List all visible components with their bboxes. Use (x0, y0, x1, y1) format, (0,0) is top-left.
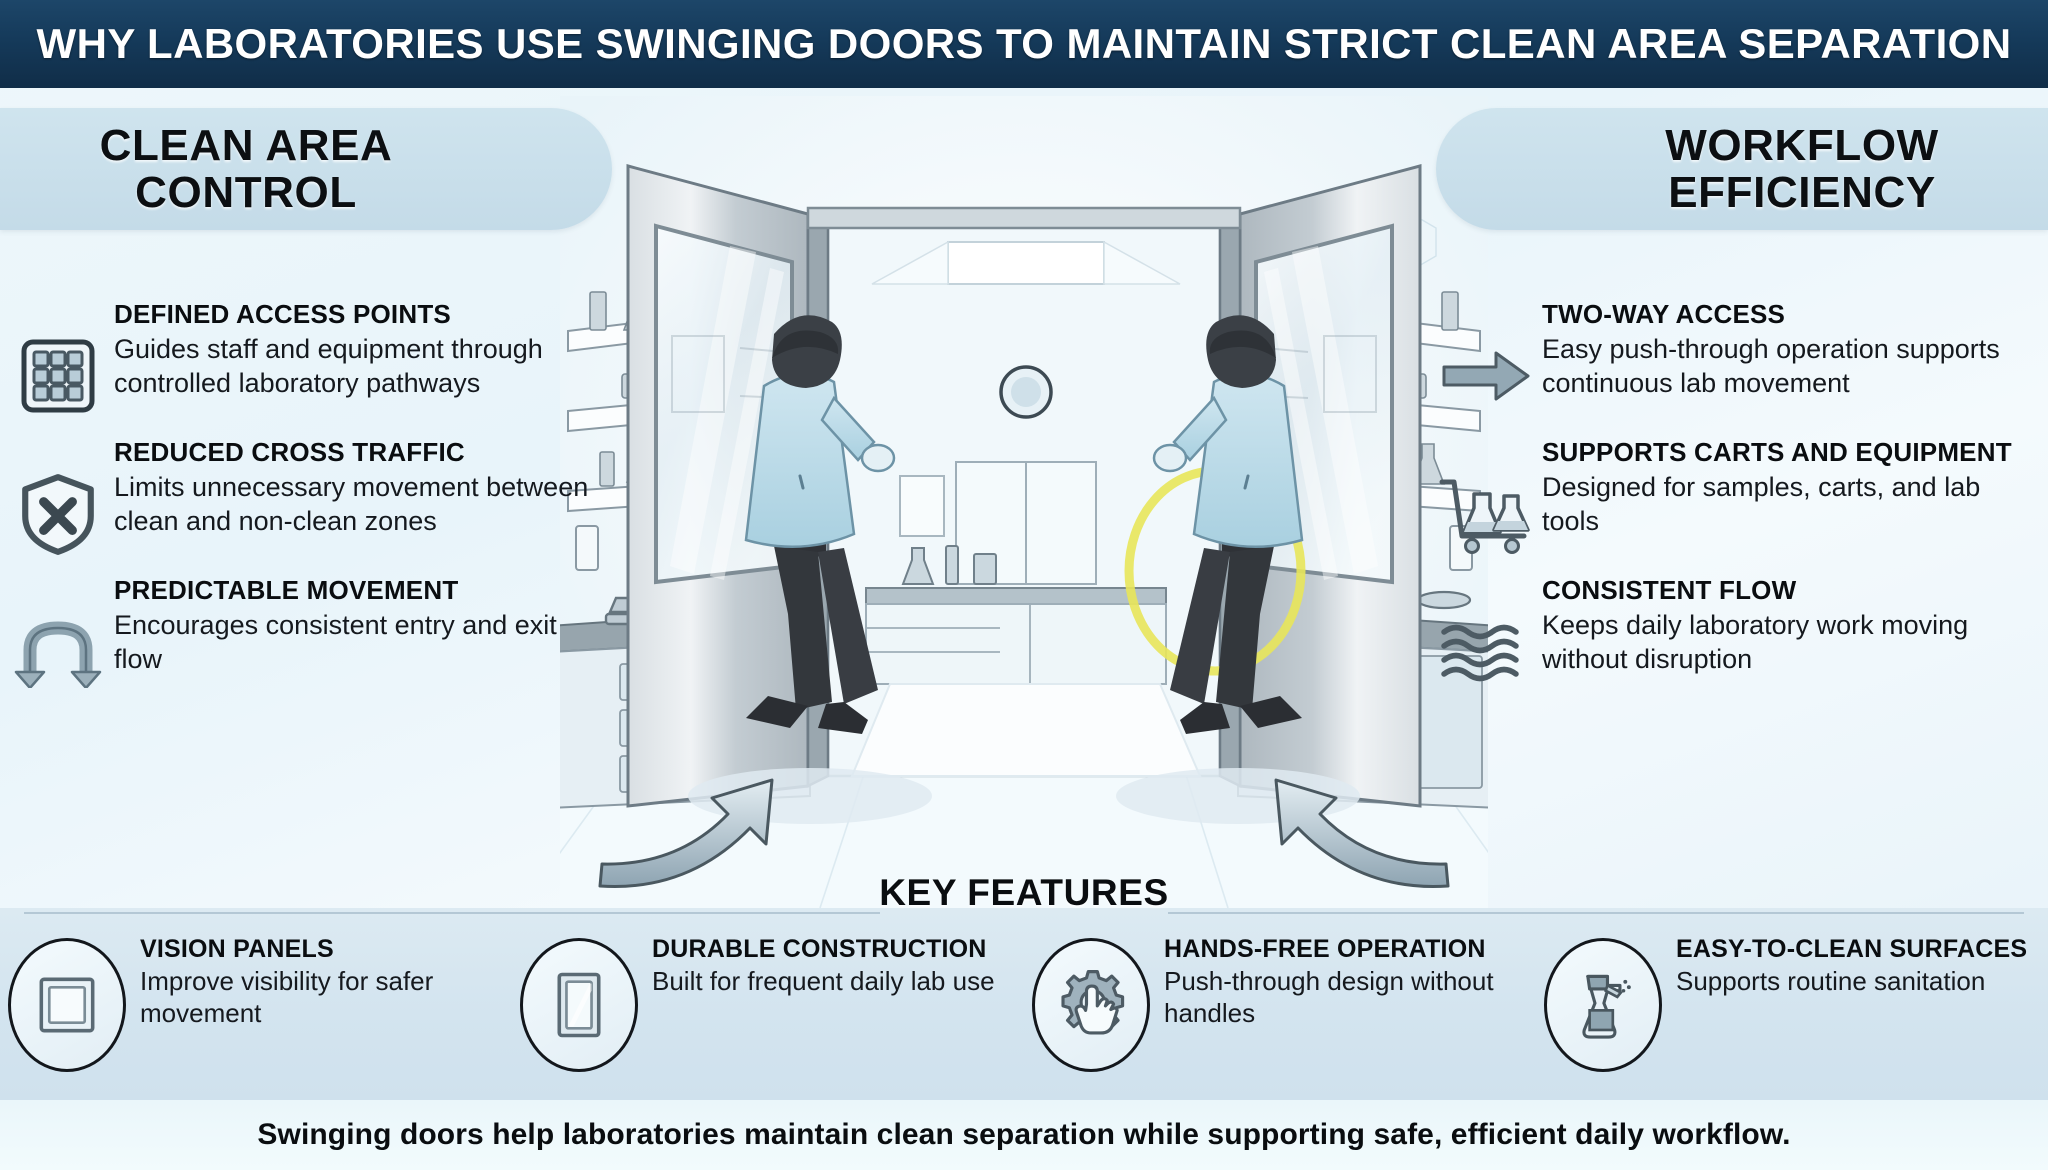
workflow-efficiency-list: TWO-WAY ACCESS Easy push-through operati… (1438, 299, 2038, 714)
feature-title: CONSISTENT FLOW (1542, 575, 1797, 605)
feature-title: TWO-WAY ACCESS (1542, 299, 1786, 329)
right-door-leaf (1218, 164, 1422, 808)
key-feature-title: EASY-TO-CLEAN SURFACES (1676, 935, 2028, 963)
feature-reduced-cross-traffic: REDUCED CROSS TRAFFIC Limits unnecessary… (10, 437, 610, 562)
grid-keypad-icon (10, 328, 106, 424)
right-arm (1172, 395, 1228, 462)
key-feature-hands-free-operation: HANDS-FREE OPERATION Push-through design… (1024, 920, 1536, 1095)
feature-title: DEFINED ACCESS POINTS (114, 299, 451, 329)
key-feature-title: VISION PANELS (140, 935, 334, 963)
clean-area-control-heading: CLEAN AREA CONTROL (0, 108, 612, 230)
pill-right-line1: WORKFLOW (1665, 120, 1939, 170)
lab-cart-flasks-icon (1438, 466, 1534, 562)
laboratory-double-swing-doors-scene (519, 96, 1529, 909)
technician-right (1152, 315, 1304, 734)
feature-supports-carts-and-equipment: SUPPORTS CARTS AND EQUIPMENT Designed fo… (1438, 437, 2038, 562)
ceiling-light (947, 241, 1105, 285)
feature-desc: Encourages consistent entry and exit flo… (114, 609, 557, 674)
feature-desc: Keeps daily laboratory work moving witho… (1542, 609, 1969, 674)
header-bar: WHY LABORATORIES USE SWINGING DOORS TO M… (0, 0, 2048, 88)
u-turn-arrows-icon (10, 604, 106, 700)
inner-bench (865, 587, 1167, 605)
key-features-title: KEY FEATURES (879, 872, 1169, 913)
right-legs (1216, 546, 1274, 710)
clean-area-control-list: DEFINED ACCESS POINTS Guides staff and e… (10, 299, 610, 714)
pill-left-line2: CONTROL (135, 168, 357, 217)
wavy-flow-lines-icon (1438, 604, 1534, 700)
left-hand (860, 443, 896, 473)
feature-defined-access-points: DEFINED ACCESS POINTS Guides staff and e… (10, 299, 610, 424)
inner-glassware (901, 545, 997, 585)
feature-consistent-flow: CONSISTENT FLOW Keeps daily laboratory w… (1438, 575, 2038, 700)
vision-panel-icon (8, 938, 126, 1072)
key-feature-desc: Supports routine sanitation (1676, 966, 1986, 996)
illustration-svg (519, 96, 1529, 909)
left-hair (772, 330, 839, 358)
key-feature-desc: Built for frequent daily lab use (652, 966, 995, 996)
left-arm (820, 395, 876, 462)
feature-title: SUPPORTS CARTS AND EQUIPMENT (1542, 437, 2012, 467)
door-panel-icon (520, 938, 638, 1072)
feature-title: PREDICTABLE MOVEMENT (114, 575, 459, 605)
pill-left-line1: CLEAN AREA (99, 120, 393, 170)
key-feature-title: DURABLE CONSTRUCTION (652, 935, 987, 963)
inward-arrow-right (1274, 778, 1450, 888)
left-legs (774, 546, 832, 710)
wall-switch (575, 525, 599, 571)
right-arrow-icon (1438, 328, 1534, 424)
left-shoe-back (746, 696, 808, 728)
left-shoe-front (818, 702, 868, 734)
footer-bar: Swinging doors help laboratories maintai… (0, 1100, 2048, 1170)
spray-bottle-icon (1544, 938, 1662, 1072)
key-feature-durable-construction: DURABLE CONSTRUCTION Built for frequent … (512, 920, 1024, 1095)
key-features-rule-right (1168, 912, 2024, 914)
feature-desc: Guides staff and equipment through contr… (114, 333, 543, 398)
pill-right-line2: EFFICIENCY (1668, 168, 1936, 217)
feature-desc: Designed for samples, carts, and lab too… (1542, 471, 1981, 536)
right-shoe-front (1180, 702, 1230, 734)
inward-arrow-left (598, 778, 774, 888)
key-features-rule-left (24, 912, 880, 914)
key-feature-easy-to-clean-surfaces: EASY-TO-CLEAN SURFACES Supports routine … (1536, 920, 2048, 1095)
right-hand (1152, 443, 1188, 473)
right-shoe-back (1240, 696, 1302, 728)
key-feature-title: HANDS-FREE OPERATION (1164, 935, 1486, 963)
door-transom (806, 206, 1242, 230)
shield-x-icon (10, 466, 106, 562)
right-head (1206, 315, 1276, 388)
technician-left (744, 315, 896, 734)
key-feature-desc: Push-through design without handles (1164, 966, 1494, 1029)
feature-two-way-access: TWO-WAY ACCESS Easy push-through operati… (1438, 299, 2038, 424)
key-features-items: VISION PANELS Improve visibility for saf… (0, 920, 2048, 1095)
workflow-efficiency-heading: WORKFLOW EFFICIENCY (1436, 108, 2048, 230)
left-head (772, 315, 842, 388)
gear-hand-icon (1032, 938, 1150, 1072)
key-feature-desc: Improve visibility for safer movement (140, 966, 434, 1029)
right-hair (1209, 330, 1276, 358)
key-feature-vision-panels: VISION PANELS Improve visibility for saf… (0, 920, 512, 1095)
page-title: WHY LABORATORIES USE SWINGING DOORS TO M… (36, 20, 2012, 67)
footer-summary-text: Swinging doors help laboratories maintai… (257, 1118, 1791, 1151)
feature-title: REDUCED CROSS TRAFFIC (114, 437, 465, 467)
feature-desc: Limits unnecessary movement between clea… (114, 471, 589, 536)
feature-predictable-movement: PREDICTABLE MOVEMENT Encourages consiste… (10, 575, 610, 700)
feature-desc: Easy push-through operation supports con… (1542, 333, 2000, 398)
key-features-band (0, 908, 2048, 1100)
